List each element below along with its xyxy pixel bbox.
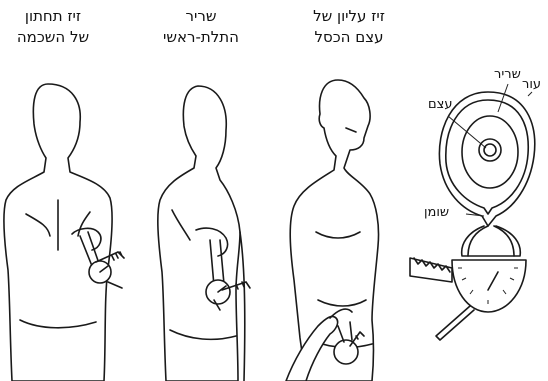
figure-front-suprailiac (286, 80, 379, 381)
label-skin: עור (522, 78, 541, 92)
label-fat: שומן (424, 206, 449, 220)
figure-back-triceps (158, 86, 250, 381)
label-bone: עצם (428, 98, 452, 112)
label-muscle: שריר (494, 68, 521, 82)
figure-back-subscapular (4, 84, 124, 381)
